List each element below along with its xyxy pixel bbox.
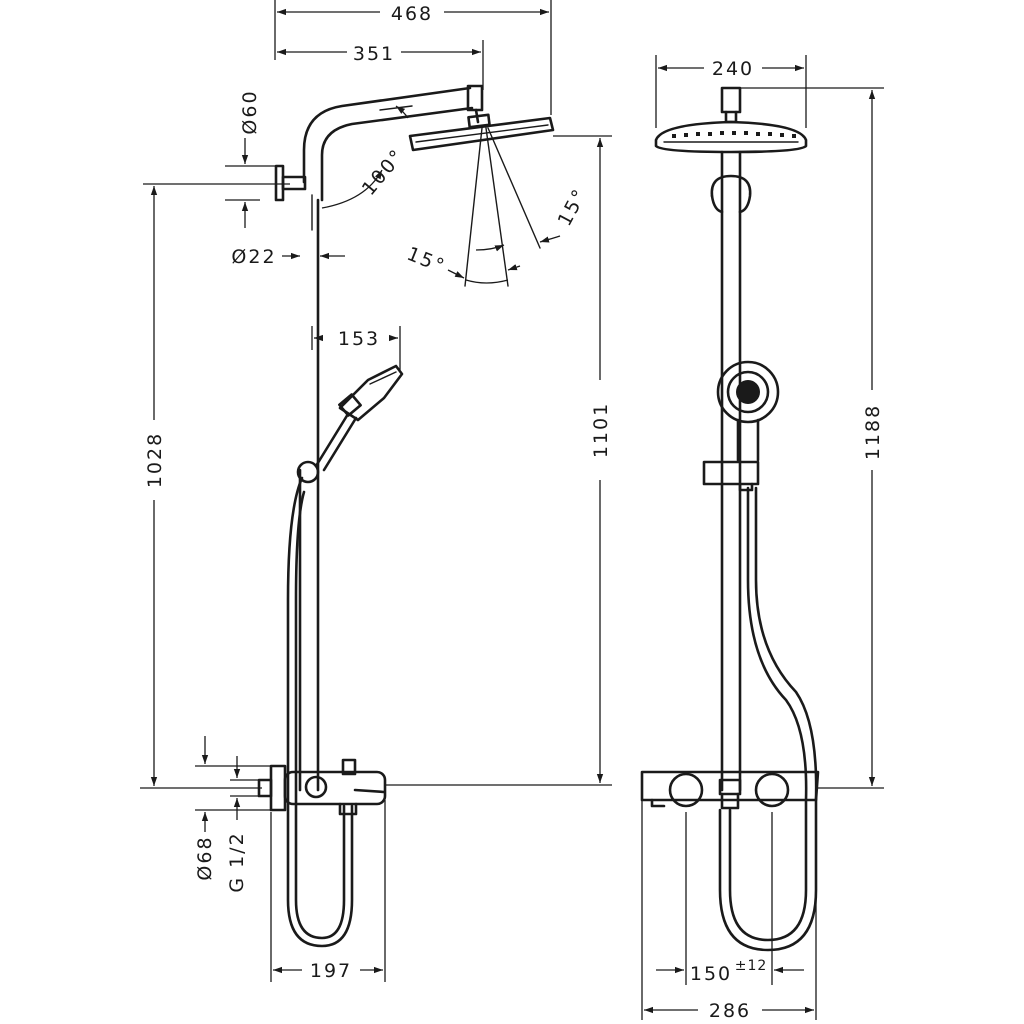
- label-head-diameter: 240: [712, 58, 754, 80]
- label-mixer-depth: 197: [310, 960, 352, 982]
- label-handshower-reach: 153: [338, 328, 380, 350]
- riser-front: [710, 150, 752, 792]
- label-holder-height: 1028: [144, 432, 166, 488]
- label-arm-reach: 351: [353, 43, 395, 65]
- label-total-height: 1188: [862, 404, 884, 460]
- mixer-side: [257, 758, 387, 816]
- mixer-front: [640, 770, 820, 810]
- label-connection-thread: G 1/2: [226, 831, 248, 892]
- hand-shower-front: [702, 360, 780, 492]
- hose-front: [718, 486, 818, 952]
- label-arm-angle: 100°: [358, 144, 409, 199]
- wall-flange: [274, 164, 307, 202]
- label-overall-width: 468: [391, 3, 433, 25]
- side-view: 468 351 Ø60 100° 15° 15° Ø22 153 1028 11…: [140, 0, 612, 982]
- label-tilt-left: 15°: [404, 243, 449, 278]
- label-pipe-diameter: Ø22: [231, 246, 276, 268]
- overhead-shower-front: [654, 86, 808, 154]
- dimension-lines-side: [140, 0, 612, 982]
- hand-shower-holder: [296, 412, 358, 484]
- labels-side: 468 351 Ø60 100° 15° 15° Ø22 153 1028 11…: [143, 2, 612, 982]
- label-wall-flange-diameter: Ø60: [239, 89, 261, 134]
- dimension-lines-front: [641, 55, 884, 1020]
- hose-side: [286, 476, 354, 948]
- label-head-height: 1101: [590, 402, 612, 458]
- overhead-shower-side: [408, 84, 555, 287]
- overhead-nozzles: [672, 131, 796, 138]
- front-view: 240 1188 150 ±12 286: [640, 55, 884, 1022]
- hand-shower-side: [338, 364, 404, 422]
- label-tilt-right: 15°: [554, 184, 592, 229]
- label-centre-distance: 150: [690, 963, 732, 985]
- labels-front: 240 1188 150 ±12 286: [690, 57, 884, 1022]
- label-mixer-width: 286: [709, 1000, 751, 1022]
- riser-pipe: [298, 86, 474, 792]
- label-centre-distance-tolerance: ±12: [735, 958, 768, 974]
- label-rosette-diameter: Ø68: [194, 835, 216, 880]
